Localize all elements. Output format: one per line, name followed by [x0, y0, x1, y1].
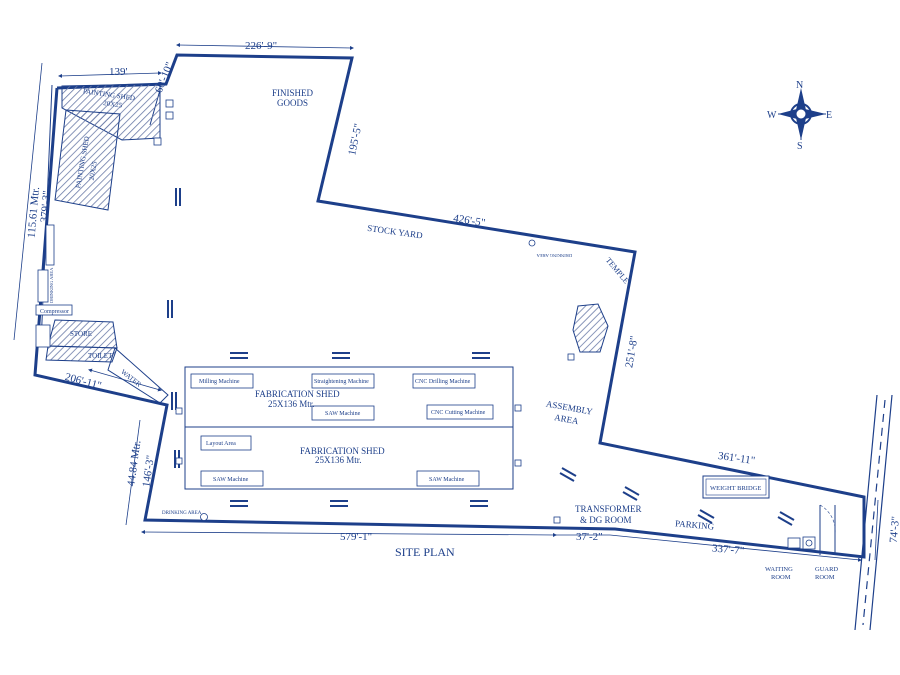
dim-top-226: 226'-9" [245, 40, 277, 52]
arrow-8 [167, 300, 173, 318]
label-waiting-2: ROOM [771, 574, 791, 581]
painting-shed-b [54, 109, 121, 211]
label-finished-goods-1: FINISHED [272, 88, 314, 98]
machine-cnc-cutting: CNC Cutting Machine [431, 410, 486, 416]
arrow-3 [472, 352, 490, 359]
compass-w: W [767, 110, 777, 121]
label-transformer-2: & DG ROOM [580, 515, 632, 525]
water-tank [107, 347, 169, 404]
shed-labels: FABRICATION SHED 25X136 Mtr. FABRICATION… [255, 389, 385, 465]
label-temple: TEMPLE [604, 256, 631, 286]
dim-side-195: 195'-5" [346, 123, 364, 157]
arrow-6 [470, 500, 488, 507]
dimension-lines [13, 43, 879, 562]
label-toilet: TOILET [88, 352, 113, 360]
lower-shed-size: 25X136 Mtr. [315, 455, 362, 465]
temple-block [572, 303, 609, 353]
machine-straightening: Straightening Machine [314, 379, 369, 385]
label-guard-1: GUARD [815, 566, 838, 573]
dim-right-74: 74'-3" [888, 516, 900, 544]
gate-swing [819, 504, 836, 536]
toilet-block [45, 345, 118, 363]
dim-bottom-579: 579'-1" [340, 531, 372, 543]
label-parking: PARKING [675, 518, 715, 531]
label-stock-yard: STOCK YARD [367, 223, 424, 241]
dim-left-146: 146'-3" [140, 454, 156, 487]
machine-saw-upper: SAW Machine [325, 411, 361, 417]
label-drinking-area-3: DRINKING AREA [49, 267, 54, 303]
label-drinking-area: DRINKING AREA [162, 511, 202, 516]
arrow-11 [559, 467, 577, 482]
compass-s: S [797, 141, 803, 152]
dim-bottom-37: 37'-2" [576, 531, 603, 543]
road [854, 394, 893, 631]
machine-labels: Milling Machine Straightening Machine CN… [199, 379, 486, 483]
arrow-7 [175, 188, 181, 206]
arrow-14 [777, 511, 795, 526]
weight-bridge-box [702, 475, 770, 499]
label-waiting-1: WAITING [765, 566, 793, 573]
dim-top-139: 139' [109, 66, 128, 78]
upper-shed-size: 25X136 Mtr. [268, 399, 315, 409]
dim-top-60: 60'-10" [153, 60, 176, 94]
left-utility-boxes [35, 224, 73, 348]
machine-boxes [190, 373, 494, 487]
label-transformer-1: TRANSFORMER [575, 504, 642, 514]
painting-shed-a [61, 83, 161, 141]
machine-cnc-drilling: CNC Drilling Machine [415, 379, 471, 385]
arrow-2 [332, 352, 350, 359]
dim-mid-426: 426'-5" [452, 212, 486, 229]
arrow-5 [330, 500, 348, 507]
label-assembly-2: AREA [553, 412, 579, 426]
label-store: STORE [70, 330, 92, 338]
site-boundary [33, 53, 866, 559]
arrow-1 [230, 352, 248, 359]
machine-saw-lower-right: SAW Machine [429, 477, 465, 483]
label-water: WATER [119, 368, 143, 389]
dim-left-115m: 115.61 Mtr. [26, 186, 42, 238]
compass-rose [778, 88, 826, 140]
label-compressor: Compressor [40, 309, 69, 315]
machine-saw-lower-left: SAW Machine [213, 477, 249, 483]
traffic-arrows [167, 188, 795, 526]
compass-n: N [796, 80, 803, 91]
gate-rooms [787, 536, 816, 550]
machine-layout: Layout Area [206, 441, 236, 447]
dim-left-206: 206'-11" [64, 371, 103, 392]
arrow-13 [697, 509, 715, 524]
area-labels: SITE PLAN FINISHED GOODS STOCK YARD TEMP… [40, 87, 838, 581]
site-plan-title: SITE PLAN [395, 545, 455, 559]
label-painting-shed-b-size: 20X25 [88, 160, 99, 181]
label-painting-shed-a-size: 20X25 [103, 99, 123, 110]
door-markers [153, 99, 575, 524]
arrow-9 [171, 392, 177, 410]
upper-shed-title: FABRICATION SHED [255, 389, 340, 399]
lower-shed-title: FABRICATION SHED [300, 446, 385, 456]
arrow-4 [230, 500, 248, 507]
label-guard-2: ROOM [815, 574, 835, 581]
arrow-12 [622, 486, 640, 501]
label-weight-bridge: WEIGHT BRIDGE [710, 485, 761, 492]
machine-milling: Milling Machine [199, 379, 240, 385]
dim-side-251: 251'-8" [623, 335, 640, 369]
label-finished-goods-2: GOODS [277, 98, 308, 108]
dim-bottom-337: 337'-7" [712, 542, 745, 557]
dim-left-379: 379'-3" [39, 190, 54, 223]
compass-labels: N S E W [767, 80, 832, 152]
label-drinking-area-2: DRINKING AREA [536, 253, 572, 258]
compass-e: E [826, 110, 832, 121]
dim-right-361: 361'-11" [717, 450, 756, 467]
